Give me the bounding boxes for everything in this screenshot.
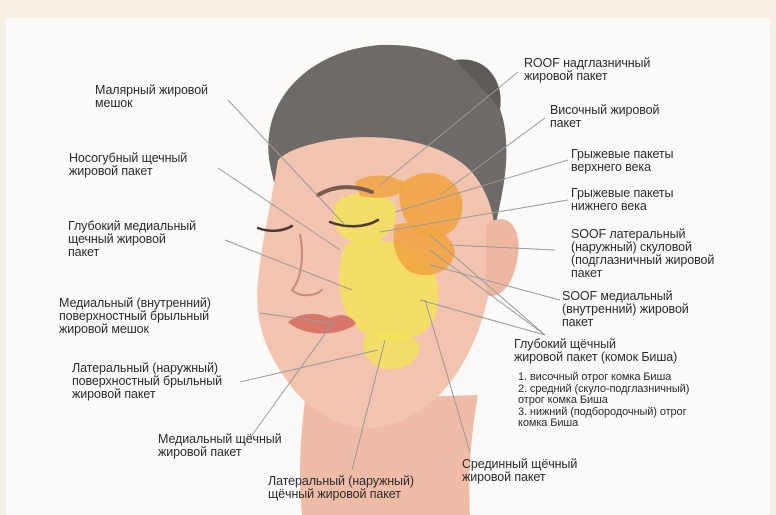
label-median-cheek: Срединный щёчный жировой пакет bbox=[462, 458, 577, 484]
label-hernia-upper: Грыжевые пакеты верхнего века bbox=[571, 148, 673, 174]
label-nasolabial: Носогубный щечный жировой пакет bbox=[69, 152, 187, 178]
label-bichat-title: Глубокий щёчный жировой пакет (комок Биш… bbox=[514, 338, 677, 364]
label-deep-medial-cheek: Глубокий медиальный щечный жировой пакет bbox=[68, 220, 196, 259]
label-lateral-jowl: Латеральный (наружный) поверхностный бры… bbox=[72, 362, 222, 401]
label-medial-jowl: Медиальный (внутренний) поверхностный бр… bbox=[59, 297, 211, 336]
label-temporal: Височный жировой пакет bbox=[550, 104, 659, 130]
label-malar: Малярный жировой мешок bbox=[95, 84, 208, 110]
label-soof-lateral: SOOF латеральный (наружный) скуловой (по… bbox=[571, 228, 714, 280]
label-soof-medial: SOOF медиальный (внутренний) жировой пак… bbox=[562, 290, 689, 329]
label-hernia-lower: Грыжевые пакеты нижнего века bbox=[571, 187, 673, 213]
label-medial-cheek: Медиальный щёчный жировой пакет bbox=[158, 433, 282, 459]
label-roof: ROOF надглазничный жировой пакет bbox=[524, 57, 650, 83]
label-bichat-items: 1. височный отрог комка Биша 2. средний … bbox=[518, 372, 689, 430]
label-lateral-cheek: Латеральный (наружный) щёчный жировой па… bbox=[268, 475, 414, 501]
